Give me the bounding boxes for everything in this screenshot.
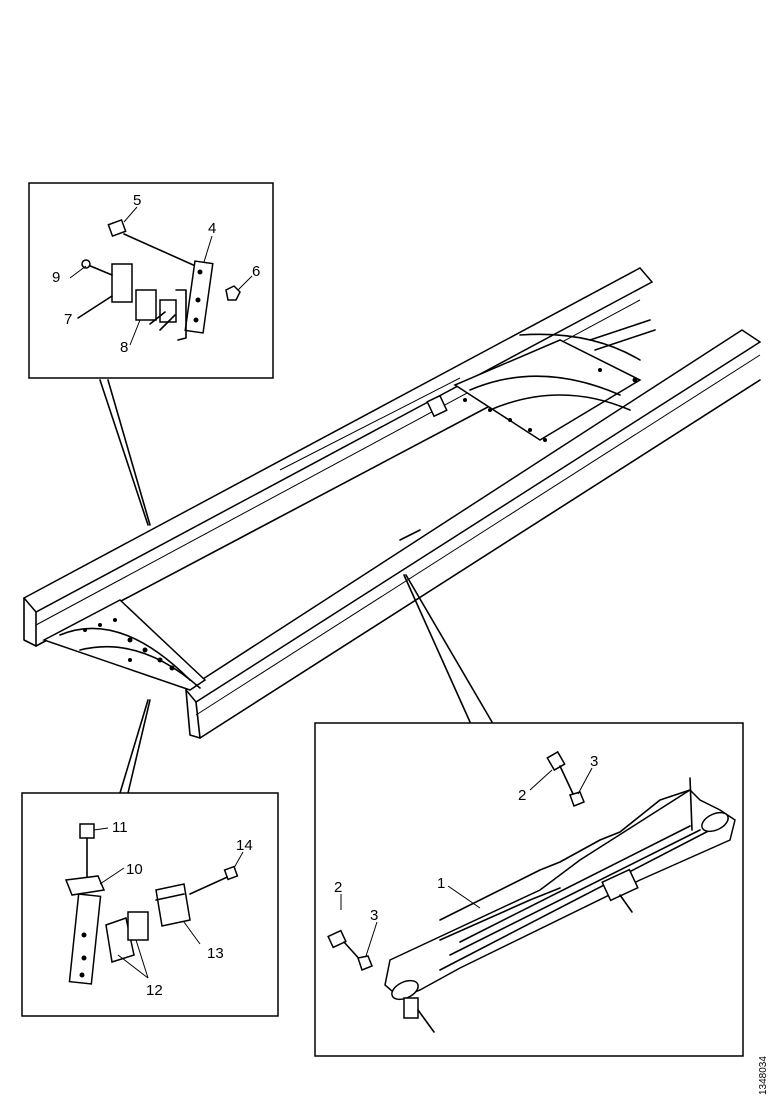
callout-6: 6 <box>252 263 260 280</box>
callout-8: 8 <box>120 339 128 356</box>
figure-number: 1348034 <box>758 1056 769 1095</box>
callout-10: 10 <box>126 861 143 878</box>
callout-9: 9 <box>52 269 60 286</box>
detail-box-top: 5 4 6 9 7 8 <box>28 182 274 379</box>
detail-box-bottom-left: 11 10 14 13 12 <box>21 792 279 1017</box>
frame-holes <box>83 368 638 671</box>
callout-5: 5 <box>133 192 141 209</box>
callout-12: 12 <box>146 982 163 999</box>
callout-3b: 3 <box>370 907 378 924</box>
callout-2b: 2 <box>334 879 342 896</box>
callout-11: 11 <box>112 819 128 836</box>
leader-lines <box>99 379 493 794</box>
chassis-frame <box>22 267 762 739</box>
callout-14: 14 <box>236 837 253 854</box>
callout-2a: 2 <box>518 787 526 804</box>
callout-7: 7 <box>64 311 72 328</box>
callout-1: 1 <box>437 875 445 892</box>
callout-4: 4 <box>208 220 216 237</box>
callout-13: 13 <box>207 945 224 962</box>
callout-3a: 3 <box>590 753 598 770</box>
detail-box-bottom-right: 2 3 1 2 3 <box>314 722 744 1057</box>
